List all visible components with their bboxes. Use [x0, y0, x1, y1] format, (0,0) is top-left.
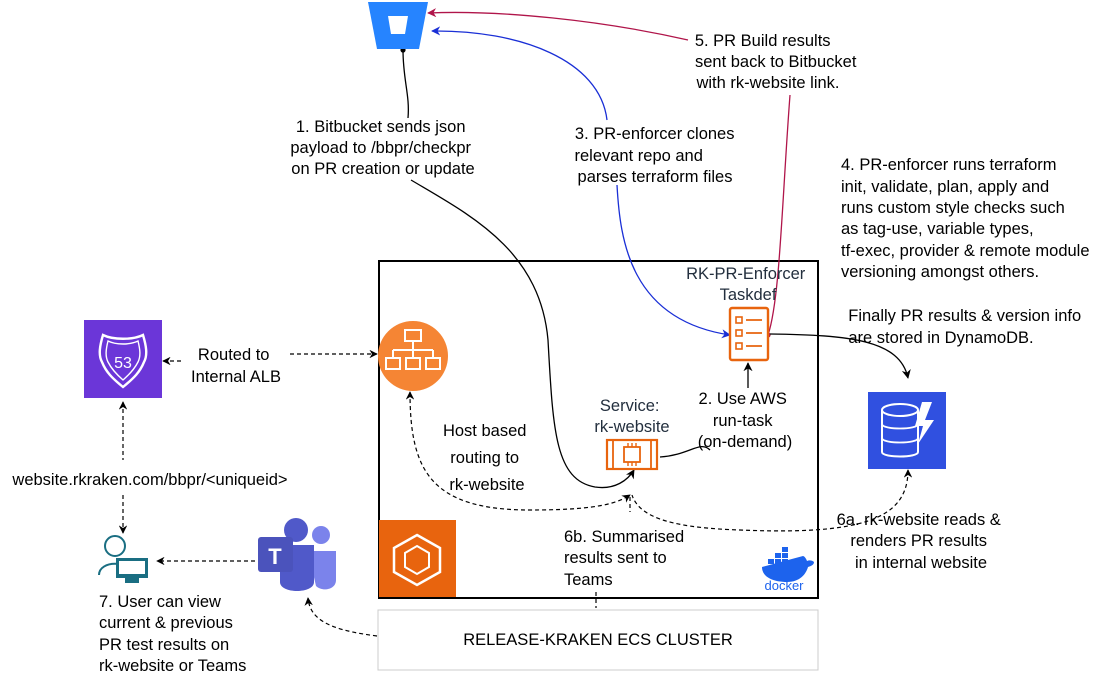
ecs-icon	[379, 520, 456, 597]
arrow-route53-alb	[163, 354, 377, 361]
arrow-service-6b	[595, 497, 631, 608]
docker-label: docker	[764, 578, 804, 593]
taskdef-label: RK-PR-Enforcer Taskdef	[686, 265, 810, 304]
docker-icon: docker	[762, 547, 814, 593]
load-balancer-icon	[378, 321, 448, 391]
arrow-taskdef-to-dynamodb	[769, 333, 911, 379]
route53-number: 53	[114, 355, 132, 372]
service-label: Service: rk-website	[594, 397, 669, 436]
cluster-name-box	[377, 609, 819, 671]
arrow-run-task	[659, 363, 748, 458]
user-icon	[98, 535, 148, 583]
step6b-label: 6b. Summarised results sent to Teams	[564, 528, 689, 589]
step7-label: 7. User can view current & previous PR t…	[99, 593, 246, 675]
url-label: website.rkraken.com/bbpr/<uniqueid>	[11, 471, 287, 489]
host-routing-label: Host based routing to rk-website	[443, 422, 531, 494]
cluster-name-label: RELEASE-KRAKEN ECS CLUSTER	[463, 631, 733, 649]
routed-label: Routed to Internal ALB	[191, 346, 281, 386]
bitbucket-icon	[368, 2, 428, 49]
teams-icon: T	[258, 518, 336, 591]
route53-icon: 53	[84, 320, 162, 398]
dynamodb-icon	[868, 392, 946, 469]
arrow-dynamodb-to-service	[631, 469, 913, 532]
taskdef-icon	[728, 306, 770, 362]
step2-label: 2. Use AWS run-task (on-demand)	[698, 390, 792, 451]
step1-label: 1. Bitbucket sends json payload to /bbpr…	[290, 118, 475, 178]
arrow-results-to-bitbucket	[428, 12, 791, 335]
teams-letter: T	[268, 544, 282, 569]
step5-label: 5. PR Build results sent back to Bitbuck…	[695, 32, 861, 92]
step4-label: 4. PR-enforcer runs terraform init, vali…	[841, 156, 1094, 281]
arrow-cluster-to-teams	[304, 597, 378, 637]
step3-label: 3. PR-enforcer clones relevant repo and …	[574, 125, 739, 186]
service-icon	[605, 438, 659, 471]
arrow-alb-to-service	[405, 391, 631, 511]
step6a-label: 6a. rk-website reads & renders PR result…	[837, 511, 1006, 572]
step4b-label: Finally PR results & version info are st…	[848, 307, 1086, 347]
